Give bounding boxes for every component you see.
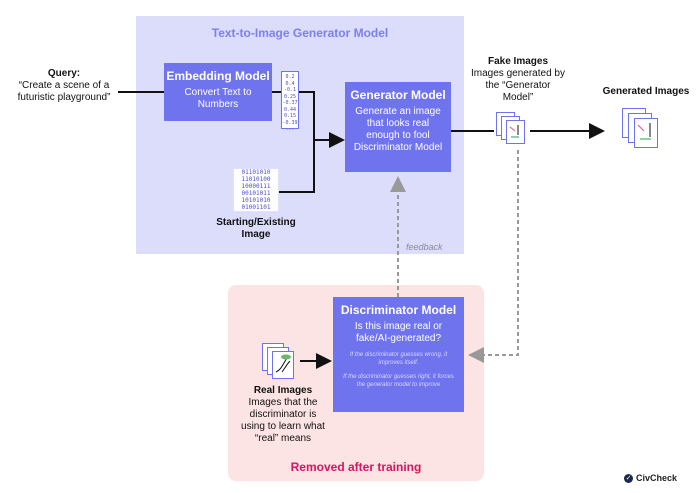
binary-image-data: 01101010 11010100 10000111 00101011 1010… [233, 168, 279, 212]
generator-panel-title: Text-to-Image Generator Model [211, 26, 389, 40]
generated-images-label: Generated Images [602, 86, 690, 97]
training-panel-title: Removed after training [290, 460, 422, 474]
bit-row: 10000111 [241, 183, 271, 190]
embedding-model-box: Embedding Model Convert Text to Numbers [164, 63, 272, 121]
real-images-title: Real Images [253, 385, 313, 396]
generated-images-block: Generated Images [598, 86, 694, 98]
fake-images-text: Images generated by the “Generator Model… [471, 68, 565, 103]
bit-row: 00101011 [241, 190, 271, 197]
fake-images-title: Fake Images [487, 56, 549, 67]
real-images-stack-icon [262, 343, 302, 383]
generator-subtitle: Generate an image that looks real enough… [353, 106, 443, 153]
fake-images-stack-icon [496, 112, 532, 150]
bit-row: 01001101 [241, 204, 271, 211]
discriminator-note-right: If the discriminator guesses right, it f… [343, 374, 454, 388]
vector-value: 0.4 [285, 80, 295, 87]
generator-model-box: Generator Model Generate an image that l… [345, 82, 451, 172]
vector-value: -0.37 [282, 100, 298, 106]
query-block: Query: “Create a scene of a futuristic p… [8, 68, 120, 104]
embedding-subtitle: Convert Text to Numbers [184, 87, 252, 110]
feedback-label: feedback [406, 242, 443, 252]
bit-row: 11010100 [241, 176, 271, 183]
vector-value: 0.15 [283, 113, 297, 119]
fake-discriminator-arrow [468, 150, 519, 363]
discriminator-note-wrong: If the discriminator guesses wrong, it i… [349, 352, 448, 366]
bit-row: 01101010 [241, 169, 271, 176]
starting-image-label: Starting/Existing Image [216, 217, 296, 240]
discriminator-model-box: Discriminator Model Is this image real o… [333, 297, 464, 412]
brand-name: CivCheck [636, 473, 678, 483]
vector-value: 0.44 [283, 106, 297, 113]
real-images-text: Images that the discriminator is using t… [241, 397, 325, 444]
discriminator-title: Discriminator Model [340, 303, 457, 317]
embedding-title: Embedding Model [166, 69, 270, 83]
generator-title: Generator Model [350, 88, 446, 102]
vector-value: -0.39 [282, 119, 298, 126]
bit-row: 10101010 [241, 197, 271, 204]
civcheck-logo-icon: ✓ [624, 474, 633, 483]
vector-value: -0.1 [283, 87, 297, 93]
generated-images-stack-icon [622, 108, 668, 154]
discriminator-subtitle: Is this image real or fake/AI-generated? [354, 321, 443, 344]
vector-value: ... [285, 126, 295, 132]
real-images-block: Real Images Images that the discriminato… [238, 385, 328, 445]
vector-junction-connector [299, 91, 315, 140]
embedding-vector: 0.2 0.4 -0.1 0.25 -0.37 0.44 0.15 -0.39 … [281, 71, 299, 132]
query-label: Query: [47, 68, 81, 79]
vector-value: 0.25 [283, 93, 297, 100]
bits-junction-connector [279, 140, 315, 193]
query-text: “Create a scene of a futuristic playgrou… [17, 80, 111, 103]
starting-image-label-block: Starting/Existing Image [208, 217, 304, 241]
vector-value: 0.2 [285, 74, 295, 80]
fake-images-block: Fake Images Images generated by the “Gen… [470, 56, 566, 104]
